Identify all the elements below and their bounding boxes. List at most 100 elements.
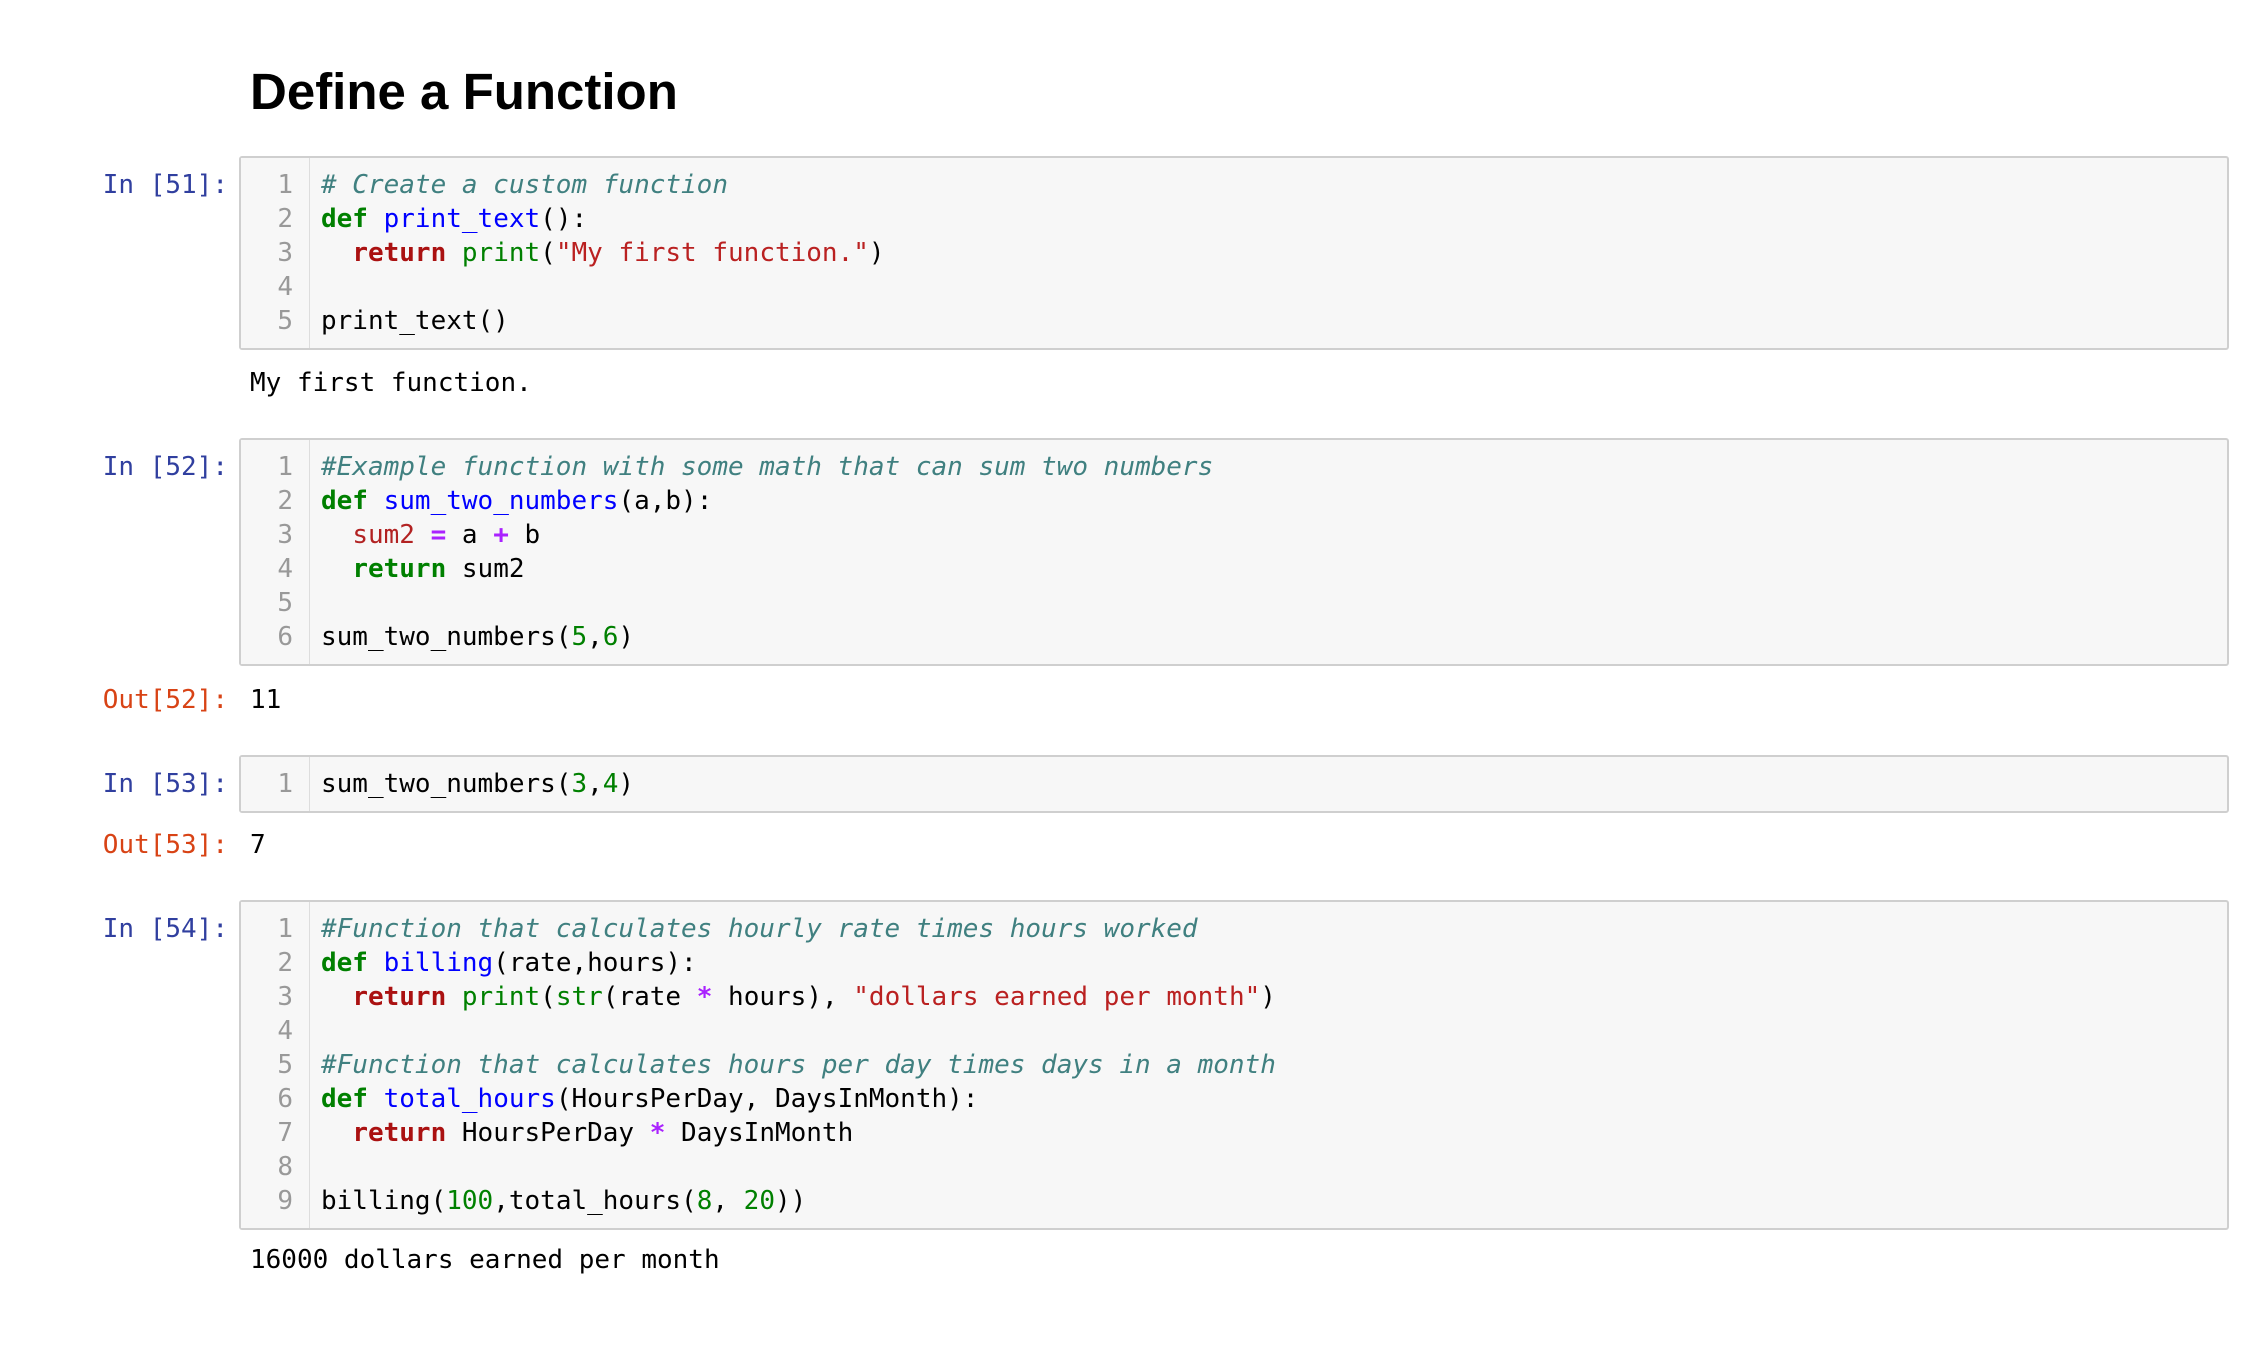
function-name: sum_two_numbers <box>383 486 619 516</box>
code-line: 8 <box>241 1150 2227 1184</box>
code-text: , <box>712 1186 744 1216</box>
line-number: 5 <box>277 306 293 336</box>
line-number: 4 <box>277 272 293 302</box>
code-indent <box>321 982 352 1012</box>
keyword-return: return <box>352 1118 447 1148</box>
code-indent <box>321 238 352 268</box>
keyword-def: def <box>321 948 368 978</box>
code-text: HoursPerDay <box>461 1118 635 1148</box>
code-line: 3 return print(str(rate * hours), "dolla… <box>241 980 2227 1014</box>
cell-54-in-prompt: In [54]: <box>102 914 228 944</box>
line-number-gutter <box>241 757 310 811</box>
cell-52-in-prompt: In [52]: <box>102 452 228 482</box>
cell-52-output: 11 <box>250 685 282 715</box>
string-literal: "My first function." <box>555 238 869 268</box>
code-text: print_text() <box>321 306 509 336</box>
code-indent <box>321 520 352 550</box>
function-name: print_text <box>383 204 541 234</box>
code-line: 5 #Function that calculates hours per day… <box>241 1048 2227 1082</box>
keyword-def: def <box>321 1084 368 1114</box>
cell-52-out-prompt: Out[52]: <box>102 685 228 715</box>
code-cell-52[interactable]: 1#Example function with some math that c… <box>239 438 2229 666</box>
number-literal: 20 <box>743 1186 775 1216</box>
code-indent <box>321 554 352 584</box>
code-text: , <box>587 769 603 799</box>
code-line: 3 sum2 = a + b <box>241 518 2227 552</box>
operator: * <box>649 1118 666 1148</box>
number-literal: 8 <box>696 1186 713 1216</box>
code-comment: # Create a custom function <box>321 170 728 200</box>
line-number: 1 <box>277 452 293 482</box>
code-line: 5 <box>241 586 2227 620</box>
line-number: 1 <box>277 170 293 200</box>
code-text: (rate,hours): <box>493 948 697 978</box>
code-cell-53[interactable]: 1 sum_two_numbers(3,4) <box>239 755 2229 813</box>
code-text: (rate <box>602 982 682 1012</box>
code-text: sum2 <box>461 554 525 584</box>
code-text: ) <box>618 769 635 799</box>
cell-51-in-prompt: In [51]: <box>102 170 228 200</box>
keyword-def: def <box>321 486 368 516</box>
line-number: 3 <box>277 238 293 268</box>
builtin-print: print <box>461 982 541 1012</box>
string-literal: "dollars earned per month" <box>853 982 1261 1012</box>
builtin-print: print <box>461 238 541 268</box>
code-line: 1#Example function with some math that c… <box>241 450 2227 484</box>
number-literal: 100 <box>446 1186 494 1216</box>
operator: = <box>430 520 447 550</box>
code-comment: #Function that calculates hours per day … <box>321 1050 1276 1080</box>
builtin-str: str <box>555 982 603 1012</box>
code-text: ( <box>540 238 556 268</box>
line-number: 7 <box>277 1118 293 1148</box>
line-number: 4 <box>277 554 293 584</box>
code-text: (): <box>540 204 588 234</box>
operator: * <box>696 982 713 1012</box>
number-literal: 6 <box>602 622 619 652</box>
code-indent <box>321 1118 352 1148</box>
operator: + <box>493 520 509 550</box>
number-literal: 3 <box>571 769 588 799</box>
line-number: 9 <box>277 1186 293 1216</box>
code-line: 5 print_text() <box>241 304 2227 338</box>
code-line: 4 return sum2 <box>241 552 2227 586</box>
line-number: 1 <box>277 769 293 799</box>
line-number: 6 <box>277 1084 293 1114</box>
code-text: b <box>524 520 541 550</box>
keyword-return: return <box>352 238 447 268</box>
line-number-gutter <box>241 158 310 348</box>
code-text: hours), <box>728 982 838 1012</box>
cell-54-output: 16000 dollars earned per month <box>250 1245 720 1275</box>
keyword-return: return <box>352 554 447 584</box>
code-text: ) <box>1260 982 1276 1012</box>
code-line: 3 return print("My first function.") <box>241 236 2227 270</box>
number-literal: 4 <box>602 769 619 799</box>
keyword-return: return <box>352 982 447 1012</box>
line-number: 8 <box>277 1152 293 1182</box>
code-text: )) <box>774 1186 807 1216</box>
line-number: 3 <box>277 982 293 1012</box>
cell-53-in-prompt: In [53]: <box>102 769 228 799</box>
code-text: ) <box>868 238 885 268</box>
line-number: 5 <box>277 588 293 618</box>
code-line: 1#Function that calculates hourly rate t… <box>241 912 2227 946</box>
function-name: billing <box>383 948 494 978</box>
line-number: 2 <box>277 204 293 234</box>
code-text: ,total_hours( <box>493 1186 697 1216</box>
line-number: 1 <box>277 914 293 944</box>
code-text: sum_two_numbers( <box>321 622 572 652</box>
line-number: 5 <box>277 1050 293 1080</box>
code-text: DaysInMonth <box>681 1118 854 1148</box>
code-cell-54[interactable]: 1#Function that calculates hourly rate t… <box>239 900 2229 1230</box>
code-text: sum_two_numbers( <box>321 769 572 799</box>
code-line: 7 return HoursPerDay * DaysInMonth <box>241 1116 2227 1150</box>
line-number-gutter <box>241 902 310 1228</box>
code-line: 4 <box>241 1014 2227 1048</box>
cell-53-out-prompt: Out[53]: <box>102 830 228 860</box>
